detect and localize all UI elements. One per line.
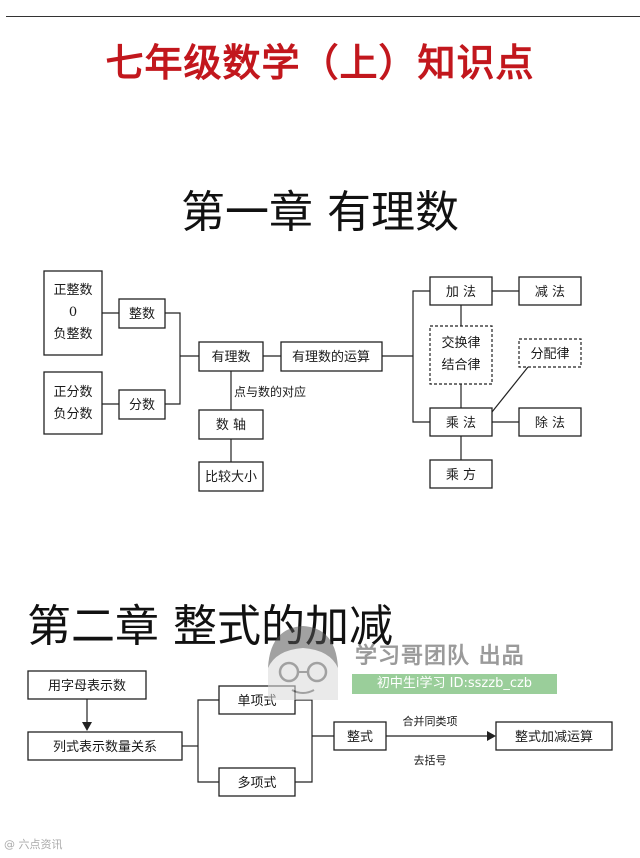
watermark-brand: 学习哥团队 出品	[355, 638, 525, 670]
add-sub-label: 整式加减运算	[515, 730, 593, 745]
fractions-label: 分数	[129, 398, 155, 413]
positive-fractions-label: 正分数	[53, 385, 92, 400]
positive-integers-label: 正整数	[53, 283, 92, 298]
integral-label: 整式	[347, 730, 373, 745]
commutative-label: 交换律	[441, 335, 480, 351]
add-label: 加 法	[446, 285, 476, 300]
operations-label: 有理数的运算	[292, 349, 370, 365]
corner-watermark: @ 六点资讯	[4, 836, 63, 852]
combine-label: 合并同类项	[403, 714, 458, 728]
zero-label: 0	[69, 305, 77, 320]
associative-label: 结合律	[441, 358, 480, 373]
letters-numbers-label: 用字母表示数	[48, 679, 126, 694]
distributive-label: 分配律	[530, 347, 569, 362]
rational-label: 有理数	[211, 350, 250, 365]
watermark-id-badge: 初中生i学习 ID:sszzb_czb	[352, 674, 557, 694]
negative-integers-label: 负整数	[53, 327, 92, 342]
negative-fractions-label: 负分数	[53, 407, 92, 422]
power-label: 乘 方	[446, 467, 476, 483]
point-number-label: 点与数的对应	[234, 384, 306, 399]
fractions-source-box	[44, 372, 102, 434]
multiply-label: 乘 法	[446, 416, 476, 431]
subtract-label: 减 法	[535, 285, 565, 300]
compare-label: 比较大小	[205, 470, 257, 485]
integers-label: 整数	[129, 307, 155, 322]
polynomial-label: 多项式	[237, 775, 276, 791]
brackets-label: 去括号	[414, 753, 447, 767]
divide-label: 除 法	[535, 416, 565, 431]
expressions-label: 列式表示数量关系	[53, 740, 157, 755]
number-line-label: 数 轴	[216, 418, 246, 433]
laws-box	[430, 326, 492, 384]
watermark-avatar-icon	[268, 626, 338, 700]
